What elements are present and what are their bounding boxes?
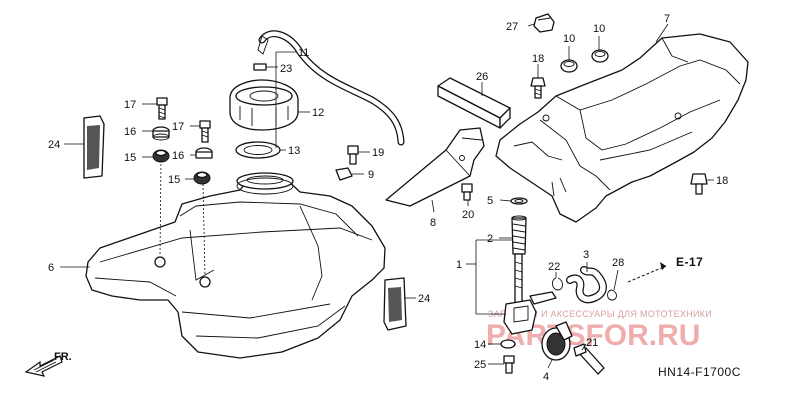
callout-19: 19 — [372, 147, 384, 159]
bolt-20 — [461, 183, 473, 201]
valve-knob-4 — [541, 321, 573, 361]
callout-7: 7 — [664, 13, 670, 25]
callout-15a: 15 — [124, 152, 136, 164]
callout-17a: 17 — [124, 99, 136, 111]
bolt-18-right — [690, 173, 708, 195]
fuel-hose-3 — [566, 266, 607, 304]
under-tray-7 — [495, 33, 749, 223]
bolt-17-right — [199, 120, 211, 143]
callout-28: 28 — [612, 257, 624, 269]
grommet-15-right — [193, 171, 211, 185]
watermark-tagline: ЗАПЧАСТИ И АКСЕССУАРЫ ДЛЯ МОТОТЕХНИКИ — [488, 309, 712, 319]
grommet-10-left — [560, 59, 578, 73]
washer-14 — [500, 339, 516, 349]
callout-25: 25 — [474, 359, 486, 371]
callouts: 11 23 12 13 17 16 15 17 16 15 24 6 19 9 … — [48, 13, 728, 383]
callout-9: 9 — [368, 169, 374, 181]
rubber-strap-left — [83, 115, 105, 179]
ref-label: E-17 — [676, 255, 703, 269]
fuel-cap — [229, 79, 299, 131]
callout-10b: 10 — [593, 23, 605, 35]
callout-8: 8 — [430, 217, 436, 229]
callout-5: 5 — [487, 195, 493, 207]
callout-2: 2 — [487, 233, 493, 245]
screw-21 — [573, 343, 605, 375]
ref-arrow-e17: E-17 — [627, 255, 703, 283]
callout-22: 22 — [548, 261, 560, 273]
callout-13: 13 — [288, 145, 300, 157]
front-arrow: FR. — [24, 351, 72, 377]
callout-10a: 10 — [563, 33, 575, 45]
callout-15b: 15 — [168, 174, 180, 186]
grommet-10-right — [591, 49, 609, 63]
hose-clip-22 — [551, 277, 563, 291]
callout-24b: 24 — [418, 293, 430, 305]
callout-16a: 16 — [124, 126, 136, 138]
washer-5 — [510, 197, 528, 205]
fuel-tank — [85, 172, 386, 359]
callout-26: 26 — [476, 71, 488, 83]
callout-18a: 18 — [532, 53, 544, 65]
fuel-valve-1 — [503, 253, 557, 335]
rubber-strap-right — [383, 277, 407, 331]
bolt-17-left — [156, 97, 168, 120]
breather-tube — [257, 30, 405, 146]
bolt-19 — [347, 145, 359, 165]
grommet-15-left — [152, 149, 170, 163]
bracket-8 — [385, 127, 485, 207]
callout-21: 21 — [586, 337, 598, 349]
cap-gasket — [235, 141, 281, 159]
leader-lines — [60, 23, 714, 369]
screw-25 — [503, 355, 515, 374]
callout-17b: 17 — [172, 121, 184, 133]
callout-24a: 24 — [48, 139, 60, 151]
callout-4: 4 — [543, 371, 549, 383]
front-label: FR. — [54, 351, 72, 363]
callout-3: 3 — [583, 249, 589, 261]
callout-1: 1 — [456, 259, 462, 271]
callout-6: 6 — [48, 262, 54, 274]
hose-clip-28 — [607, 289, 617, 301]
tube-clip — [253, 63, 267, 71]
callout-14: 14 — [474, 339, 486, 351]
callout-27: 27 — [506, 21, 518, 33]
washer-16-left — [152, 126, 170, 141]
callout-23: 23 — [280, 63, 292, 75]
callout-20: 20 — [462, 209, 474, 221]
callout-12: 12 — [312, 107, 324, 119]
callout-16b: 16 — [172, 150, 184, 162]
washer-16-right — [195, 147, 213, 159]
callout-11: 11 — [298, 47, 309, 59]
callout-18b: 18 — [716, 175, 728, 187]
bolt-18-top — [530, 77, 546, 99]
rubber-26 — [437, 77, 511, 129]
fuel-strainer-2 — [511, 215, 527, 255]
diagram-code: HN14-F1700C — [658, 365, 741, 379]
cushion-27 — [533, 13, 555, 33]
collar-9 — [335, 167, 353, 181]
